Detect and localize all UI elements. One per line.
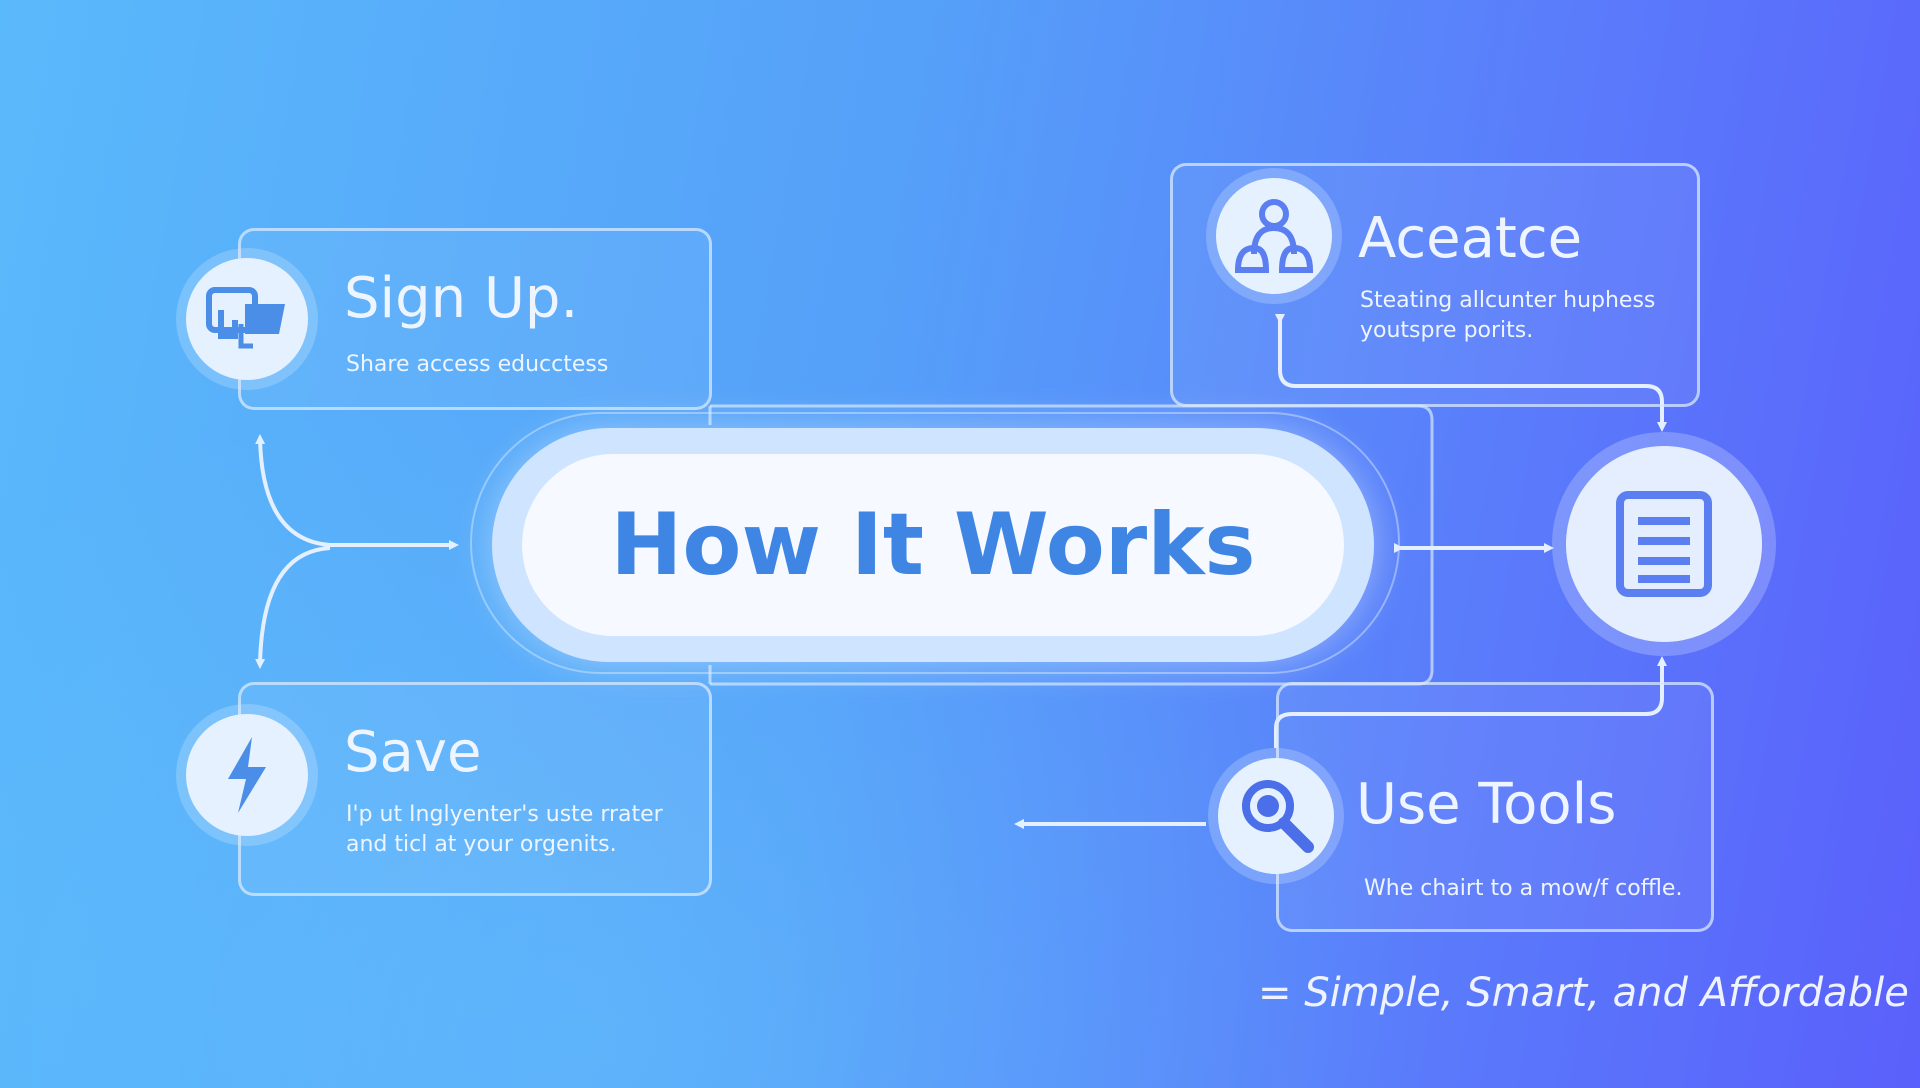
devices-icon bbox=[206, 287, 285, 349]
tagline: = Simple, Smart, and Affordable bbox=[1258, 970, 1909, 1016]
magnifier-icon bbox=[1242, 780, 1314, 853]
step-desc-use-tools: Whe chairt to a mow/f coffle. bbox=[1364, 876, 1683, 901]
lightning-icon bbox=[228, 737, 266, 813]
hub-circle bbox=[1566, 446, 1762, 642]
step-card-use-tools bbox=[1276, 682, 1714, 932]
center-pill: How It Works bbox=[522, 454, 1344, 636]
aceatce-icon-circle bbox=[1216, 178, 1332, 294]
document-icon bbox=[1616, 491, 1712, 597]
step-title-use-tools: Use Tools bbox=[1356, 772, 1617, 837]
step-desc-sign-up: Share access educctess bbox=[346, 352, 609, 377]
step-desc-aceatce: Steating allcunter huphess youtspre pori… bbox=[1360, 288, 1656, 343]
pill-halo bbox=[470, 412, 1400, 674]
use-tools-icon-circle bbox=[1218, 758, 1334, 874]
step-title-save: Save bbox=[344, 720, 482, 785]
step-title-sign-up: Sign Up. bbox=[344, 266, 579, 331]
step-title-aceatce: Aceatce bbox=[1358, 206, 1583, 271]
save-icon-circle bbox=[186, 714, 308, 836]
sign-up-icon-circle bbox=[186, 258, 308, 380]
step-desc-save: I'p ut Inglyenter's uste rrater and ticl… bbox=[346, 802, 663, 857]
center-title: How It Works bbox=[610, 495, 1256, 595]
people-icon bbox=[1234, 199, 1314, 273]
step-card-save bbox=[238, 682, 712, 896]
step-card-sign-up bbox=[238, 228, 712, 410]
